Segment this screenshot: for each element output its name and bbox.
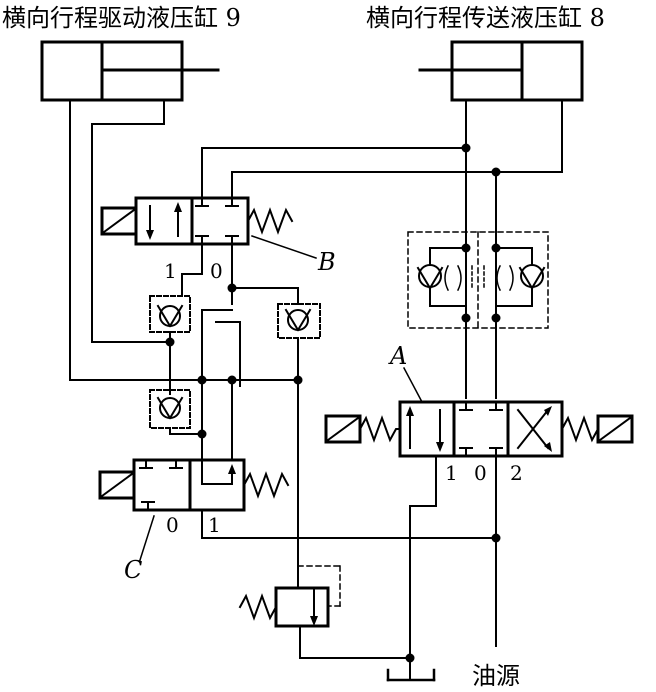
- junction-dots: [165, 143, 501, 663]
- oil-source-label: 油源: [472, 662, 520, 690]
- valve-a-label: A: [388, 342, 407, 370]
- check-valve-lower-left: [149, 389, 203, 435]
- valve-a-position-0: 0: [474, 461, 487, 485]
- valve-a-position-1: 1: [445, 461, 458, 485]
- tank-symbol: [386, 668, 436, 682]
- valve-b: [100, 196, 317, 305]
- valve-a: [324, 366, 634, 458]
- valve-b-label: B: [317, 248, 336, 276]
- middle-lines: [175, 309, 299, 471]
- pressure-valve: [238, 565, 341, 659]
- valve-c-position-1: 1: [208, 513, 221, 537]
- valve-b-position-1: 1: [164, 259, 177, 283]
- check-valve-middle: [231, 287, 321, 567]
- cylinder-8: [418, 40, 584, 173]
- valve-c: [98, 458, 290, 561]
- valve-c-position-0: 0: [166, 513, 179, 537]
- upper-lines: [201, 147, 563, 399]
- cylinder-8-title: 横向行程传送液压缸 8: [366, 4, 605, 32]
- cylinder-9-title: 横向行程驱动液压缸 9: [2, 4, 241, 32]
- pilot-check-module: [407, 231, 549, 329]
- valve-a-position-2: 2: [510, 461, 523, 485]
- valve-b-position-0: 0: [210, 259, 223, 283]
- cylinder-9: [40, 40, 220, 381]
- lower-lines: [201, 455, 497, 681]
- valve-c-label: C: [124, 556, 142, 584]
